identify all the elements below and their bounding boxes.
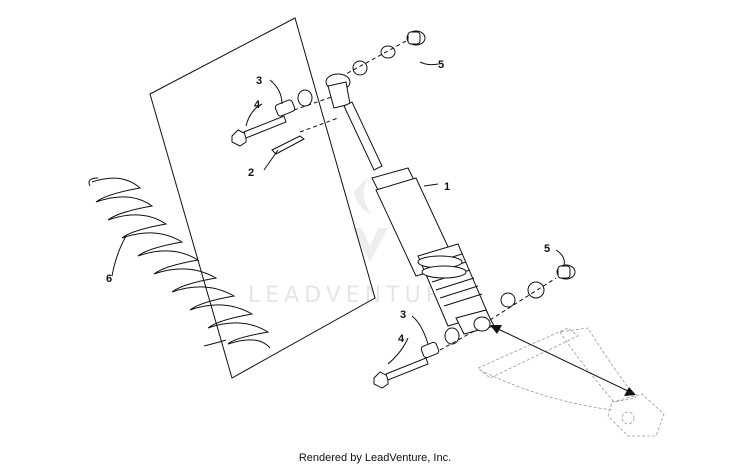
lower-bolt-assembly bbox=[373, 327, 477, 389]
callout-4-upper: 4 bbox=[254, 99, 261, 111]
callout-1: 1 bbox=[444, 181, 450, 193]
coil-spring bbox=[88, 177, 271, 349]
leader-lines bbox=[111, 61, 565, 365]
callout-3-lower: 3 bbox=[400, 309, 406, 321]
callout-3-upper: 3 bbox=[256, 75, 262, 87]
shock-absorber bbox=[325, 73, 495, 335]
leadventure-watermark: LEADVENTURE bbox=[248, 178, 465, 308]
cotter-pin bbox=[271, 117, 339, 155]
callout-5-upper: 5 bbox=[438, 59, 444, 71]
lower-mount-hardware bbox=[489, 264, 576, 321]
a-arm-reference bbox=[477, 327, 665, 437]
watermark-text: LEADVENTURE bbox=[248, 283, 465, 308]
callout-4-lower: 4 bbox=[398, 333, 405, 345]
callout-2: 2 bbox=[248, 167, 254, 179]
footer-credit: Rendered by LeadVenture, Inc. bbox=[298, 452, 452, 464]
upper-mount-hardware bbox=[334, 30, 426, 81]
callout-6: 6 bbox=[106, 273, 112, 285]
callout-5-lower: 5 bbox=[544, 243, 550, 255]
spring-group-outline bbox=[149, 17, 376, 379]
mounting-arrow bbox=[490, 325, 636, 396]
